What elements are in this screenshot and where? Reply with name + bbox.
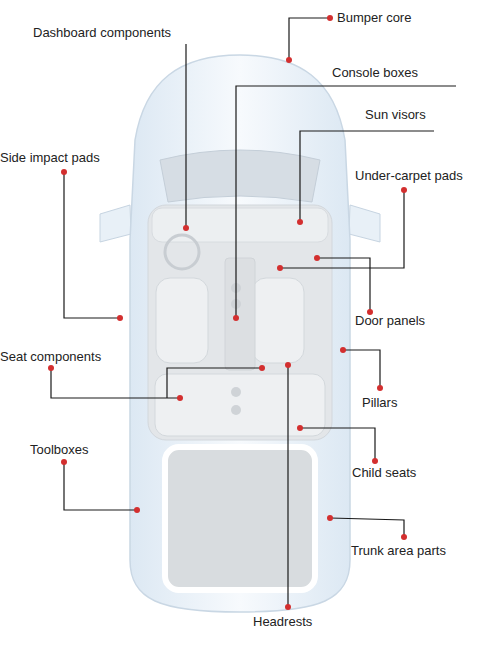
leader-dot <box>401 187 407 193</box>
part-label: Pillars <box>362 395 397 411</box>
center-console <box>225 258 255 370</box>
leader-dot <box>401 534 407 540</box>
leader-dot <box>286 57 292 63</box>
leader-dot <box>377 385 383 391</box>
steering-wheel <box>165 235 199 269</box>
leader-dot <box>177 395 183 401</box>
front-seat <box>252 278 304 363</box>
side-mirror <box>100 205 131 242</box>
leader-dot <box>297 219 303 225</box>
part-label: Toolboxes <box>30 442 89 458</box>
leader-dot <box>314 255 320 261</box>
leader-line <box>64 462 137 510</box>
car-body <box>130 55 350 612</box>
part-label: Bumper core <box>337 10 411 26</box>
leader-line <box>343 350 380 388</box>
part-label: Dashboard components <box>33 25 171 41</box>
part-label: Child seats <box>352 465 416 481</box>
leader-line <box>287 365 288 607</box>
leader-dot <box>327 15 333 21</box>
leader-dot <box>183 225 189 231</box>
console-knob <box>231 387 241 397</box>
part-label: Side impact pads <box>0 150 100 166</box>
leader-dot <box>61 459 67 465</box>
console-knob <box>231 405 241 415</box>
leader-dot <box>134 507 140 513</box>
part-label: Console boxes <box>332 65 418 81</box>
leader-dot <box>233 315 239 321</box>
leader-dots <box>48 15 407 610</box>
leader-dot <box>48 365 54 371</box>
part-label: Door panels <box>355 313 425 329</box>
leader-line <box>51 368 180 398</box>
side-mirror <box>349 205 380 242</box>
leader-dot <box>327 515 333 521</box>
trunk <box>165 447 315 590</box>
leader-line <box>330 518 404 537</box>
leader-dot <box>117 315 123 321</box>
leader-line <box>64 172 120 318</box>
leader-line <box>280 190 404 268</box>
leader-dot <box>259 365 265 371</box>
leader-line <box>300 428 375 461</box>
leader-line <box>167 368 262 398</box>
part-label: Trunk area parts <box>351 543 446 559</box>
leader-dot <box>277 265 283 271</box>
front-seat <box>156 278 208 363</box>
windshield <box>160 150 320 202</box>
leader-dot <box>285 362 291 368</box>
leader-dot <box>61 169 67 175</box>
leader-dot <box>372 458 378 464</box>
part-label: Headrests <box>253 614 312 630</box>
leader-line <box>289 18 330 60</box>
cabin <box>148 205 332 440</box>
part-label: Sun visors <box>365 107 426 123</box>
part-label: Under-carpet pads <box>355 168 463 184</box>
leader-line <box>236 86 456 318</box>
part-label: Seat components <box>0 349 101 365</box>
leader-dot <box>285 604 291 610</box>
leader-lines <box>51 18 456 607</box>
leader-dot <box>297 425 303 431</box>
leader-dot <box>340 347 346 353</box>
leader-line <box>317 258 370 312</box>
rear-seat <box>155 374 325 436</box>
leader-line <box>185 44 186 228</box>
